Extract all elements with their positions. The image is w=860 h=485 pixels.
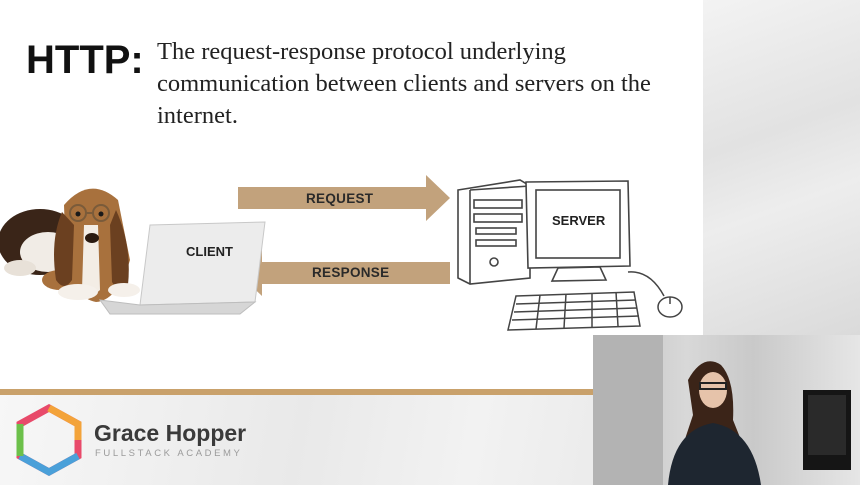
slide-definition: The request-response protocol underlying… xyxy=(157,38,651,129)
client-label: CLIENT xyxy=(186,244,233,259)
response-arrow-icon xyxy=(238,250,450,296)
keyboard-icon xyxy=(507,291,641,331)
presenter-image xyxy=(593,335,851,485)
brand-subtitle: FULLSTACK ACADEMY xyxy=(95,448,243,459)
desktop-computer-icon xyxy=(457,179,631,285)
brand-name: Grace Hopper xyxy=(94,420,247,446)
slide-term: HTTP: xyxy=(26,38,144,82)
basset-hound-image xyxy=(0,188,140,302)
response-label: RESPONSE xyxy=(312,265,390,280)
grace-hopper-logo-icon xyxy=(16,404,82,476)
laptop-icon xyxy=(98,221,266,315)
accent-bar xyxy=(0,389,703,395)
background-panel xyxy=(703,0,860,336)
presenter-video xyxy=(593,335,860,485)
request-arrow-icon xyxy=(238,175,450,221)
mouse-icon xyxy=(627,271,683,318)
server-label: SERVER xyxy=(552,213,606,228)
request-label: REQUEST xyxy=(306,191,374,206)
